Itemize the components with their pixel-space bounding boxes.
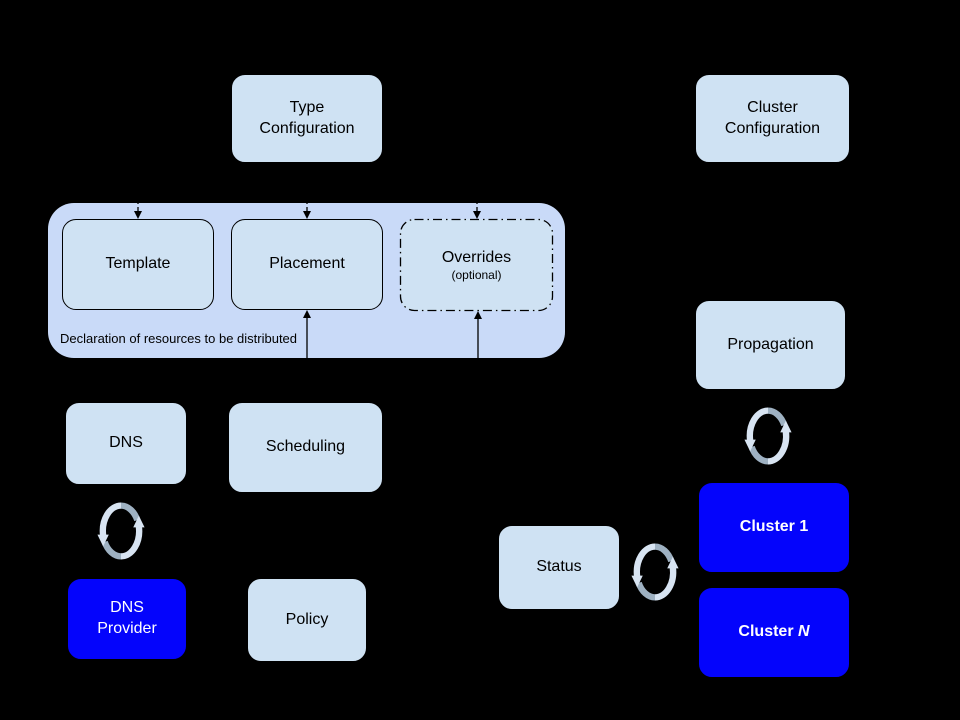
policy-label: Policy bbox=[285, 610, 329, 628]
sync-icon-status bbox=[631, 547, 678, 598]
cluster-1-box: Cluster 1 bbox=[698, 482, 850, 573]
overrides-label: Overrides bbox=[441, 249, 512, 266]
placement-label: Placement bbox=[269, 255, 345, 273]
dns-box: DNS bbox=[65, 402, 187, 485]
template-box: Template bbox=[62, 219, 214, 310]
declaration-container: Template Placement Overrides (optional) … bbox=[48, 203, 565, 358]
status-box: Status bbox=[498, 525, 620, 610]
scheduling-box: Scheduling bbox=[228, 402, 383, 493]
cluster-configuration-label: Cluster Configuration bbox=[724, 98, 821, 137]
overrides-sublabel: (optional) bbox=[451, 267, 502, 282]
type-configuration-label: Type Configuration bbox=[259, 98, 355, 137]
dns-provider-box: DNS Provider bbox=[67, 578, 187, 660]
overrides-box: Overrides (optional) bbox=[400, 219, 553, 311]
placement-box: Placement bbox=[231, 219, 383, 310]
cluster-n-box: Cluster N bbox=[698, 587, 850, 678]
cluster-n-label: Cluster N bbox=[738, 623, 810, 641]
template-label: Template bbox=[105, 255, 171, 273]
propagation-box: Propagation bbox=[695, 300, 846, 390]
policy-box: Policy bbox=[247, 578, 367, 662]
cluster-1-label: Cluster 1 bbox=[739, 518, 809, 536]
cluster-configuration-box: Cluster Configuration bbox=[695, 74, 850, 163]
scheduling-label: Scheduling bbox=[265, 438, 346, 456]
status-label: Status bbox=[536, 558, 582, 576]
sync-icon-propagation bbox=[744, 411, 791, 462]
sync-icon-dns bbox=[97, 506, 144, 557]
dns-provider-label: DNS Provider bbox=[97, 599, 157, 637]
type-configuration-box: Type Configuration bbox=[231, 74, 383, 163]
dns-label: DNS bbox=[109, 434, 143, 452]
declaration-caption: Declaration of resources to be distribut… bbox=[60, 331, 298, 346]
propagation-label: Propagation bbox=[727, 335, 814, 353]
